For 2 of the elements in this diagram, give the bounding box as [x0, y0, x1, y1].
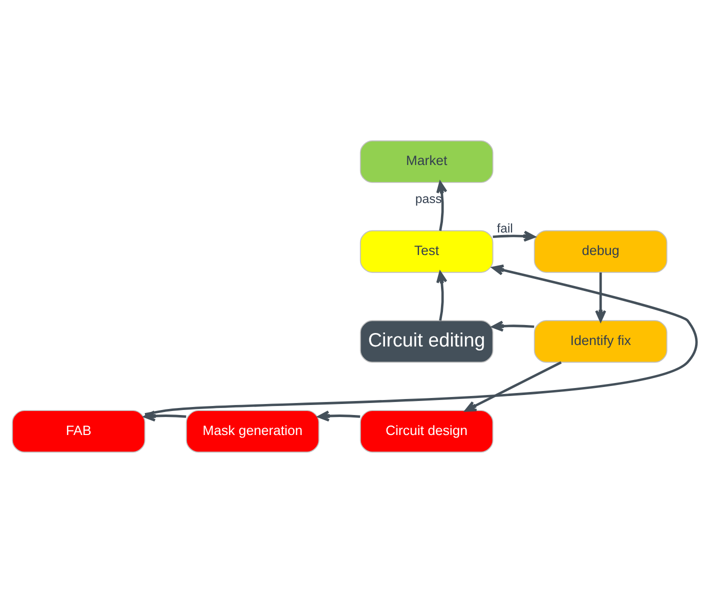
edge-label: fail: [496, 221, 513, 236]
edge-label: pass: [415, 192, 442, 206]
